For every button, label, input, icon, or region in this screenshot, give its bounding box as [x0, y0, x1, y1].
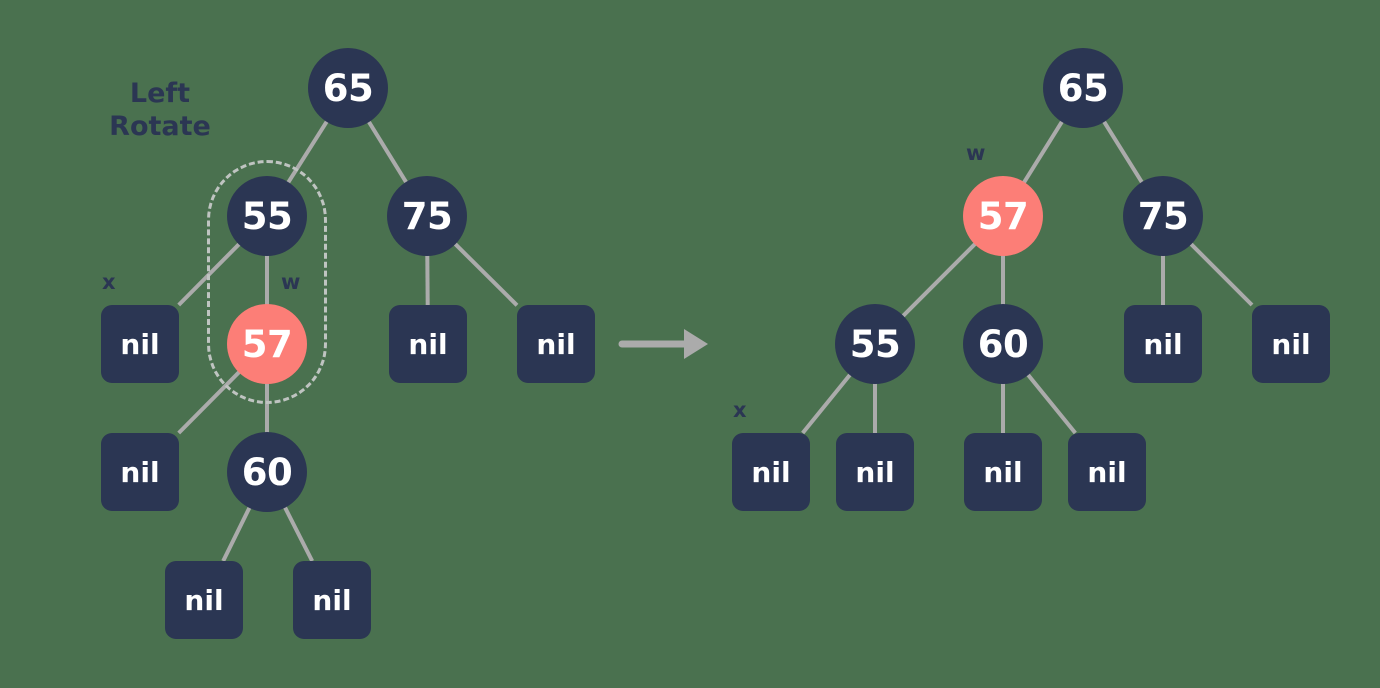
- caption-line-2: Rotate: [109, 110, 211, 142]
- tree-edge: [177, 242, 241, 307]
- caption-line-1: Left: [129, 78, 191, 109]
- tree-edge: [901, 242, 977, 318]
- tree-edge: [1021, 120, 1065, 184]
- tree-node-75: 75: [1123, 176, 1203, 256]
- node-label: 75: [401, 194, 453, 238]
- pointer-label-w: w: [281, 270, 301, 294]
- tree-node-55: 55: [835, 304, 915, 384]
- node-label: nil: [536, 327, 576, 361]
- node-label: nil: [408, 327, 448, 361]
- pointer-label-x: x: [102, 270, 116, 294]
- node-label: 75: [1137, 194, 1189, 238]
- node-label: 60: [977, 322, 1029, 366]
- tree-node-65: 65: [308, 48, 388, 128]
- tree-node-nil: nil: [732, 433, 810, 511]
- tree-node-nil: nil: [1068, 433, 1146, 511]
- tree-node-60: 60: [963, 304, 1043, 384]
- tree-node-75: 75: [387, 176, 467, 256]
- diagram-caption: Left Rotate: [92, 78, 228, 144]
- tree-edge: [286, 119, 329, 185]
- node-label: 57: [977, 194, 1029, 238]
- tree-node-65: 65: [1043, 48, 1123, 128]
- tree-node-nil: nil: [293, 561, 371, 639]
- tree-node-nil: nil: [517, 305, 595, 383]
- tree-edge: [1101, 120, 1145, 184]
- node-label: nil: [983, 455, 1023, 489]
- node-label: 65: [1057, 66, 1109, 110]
- tree-node-nil: nil: [165, 561, 243, 639]
- tree-node-60: 60: [227, 432, 307, 512]
- tree-node-57: 57: [963, 176, 1043, 256]
- node-label: nil: [312, 583, 352, 617]
- node-label: 60: [241, 450, 293, 494]
- tree-edge: [177, 370, 241, 435]
- tree-node-57: 57: [227, 304, 307, 384]
- node-label: nil: [120, 327, 160, 361]
- node-label: nil: [1271, 327, 1311, 361]
- node-label: 57: [241, 322, 293, 366]
- tree-node-nil: nil: [964, 433, 1042, 511]
- pointer-label-w: w: [966, 141, 986, 165]
- node-label: nil: [184, 583, 224, 617]
- arrow-head-icon: [684, 329, 708, 359]
- tree-edge: [282, 505, 314, 562]
- node-label: 55: [849, 322, 901, 366]
- tree-edge: [1189, 242, 1254, 307]
- node-label: nil: [120, 455, 160, 489]
- tree-edge: [801, 373, 852, 435]
- tree-node-55: 55: [227, 176, 307, 256]
- node-label: 55: [241, 194, 293, 238]
- node-label: nil: [1087, 455, 1127, 489]
- tree-node-nil: nil: [836, 433, 914, 511]
- tree-node-nil: nil: [101, 433, 179, 511]
- tree-node-nil: nil: [101, 305, 179, 383]
- pointer-label-x: x: [733, 398, 747, 422]
- tree-edge: [1026, 373, 1077, 435]
- node-label: nil: [855, 455, 895, 489]
- node-label: 65: [322, 66, 374, 110]
- tree-edge: [453, 242, 519, 307]
- tree-node-nil: nil: [1252, 305, 1330, 383]
- tree-node-nil: nil: [1124, 305, 1202, 383]
- transform-arrow: [618, 329, 708, 359]
- tree-edge: [366, 120, 409, 184]
- node-label: nil: [751, 455, 791, 489]
- node-label: nil: [1143, 327, 1183, 361]
- tree-node-nil: nil: [389, 305, 467, 383]
- tree-edge: [221, 506, 252, 562]
